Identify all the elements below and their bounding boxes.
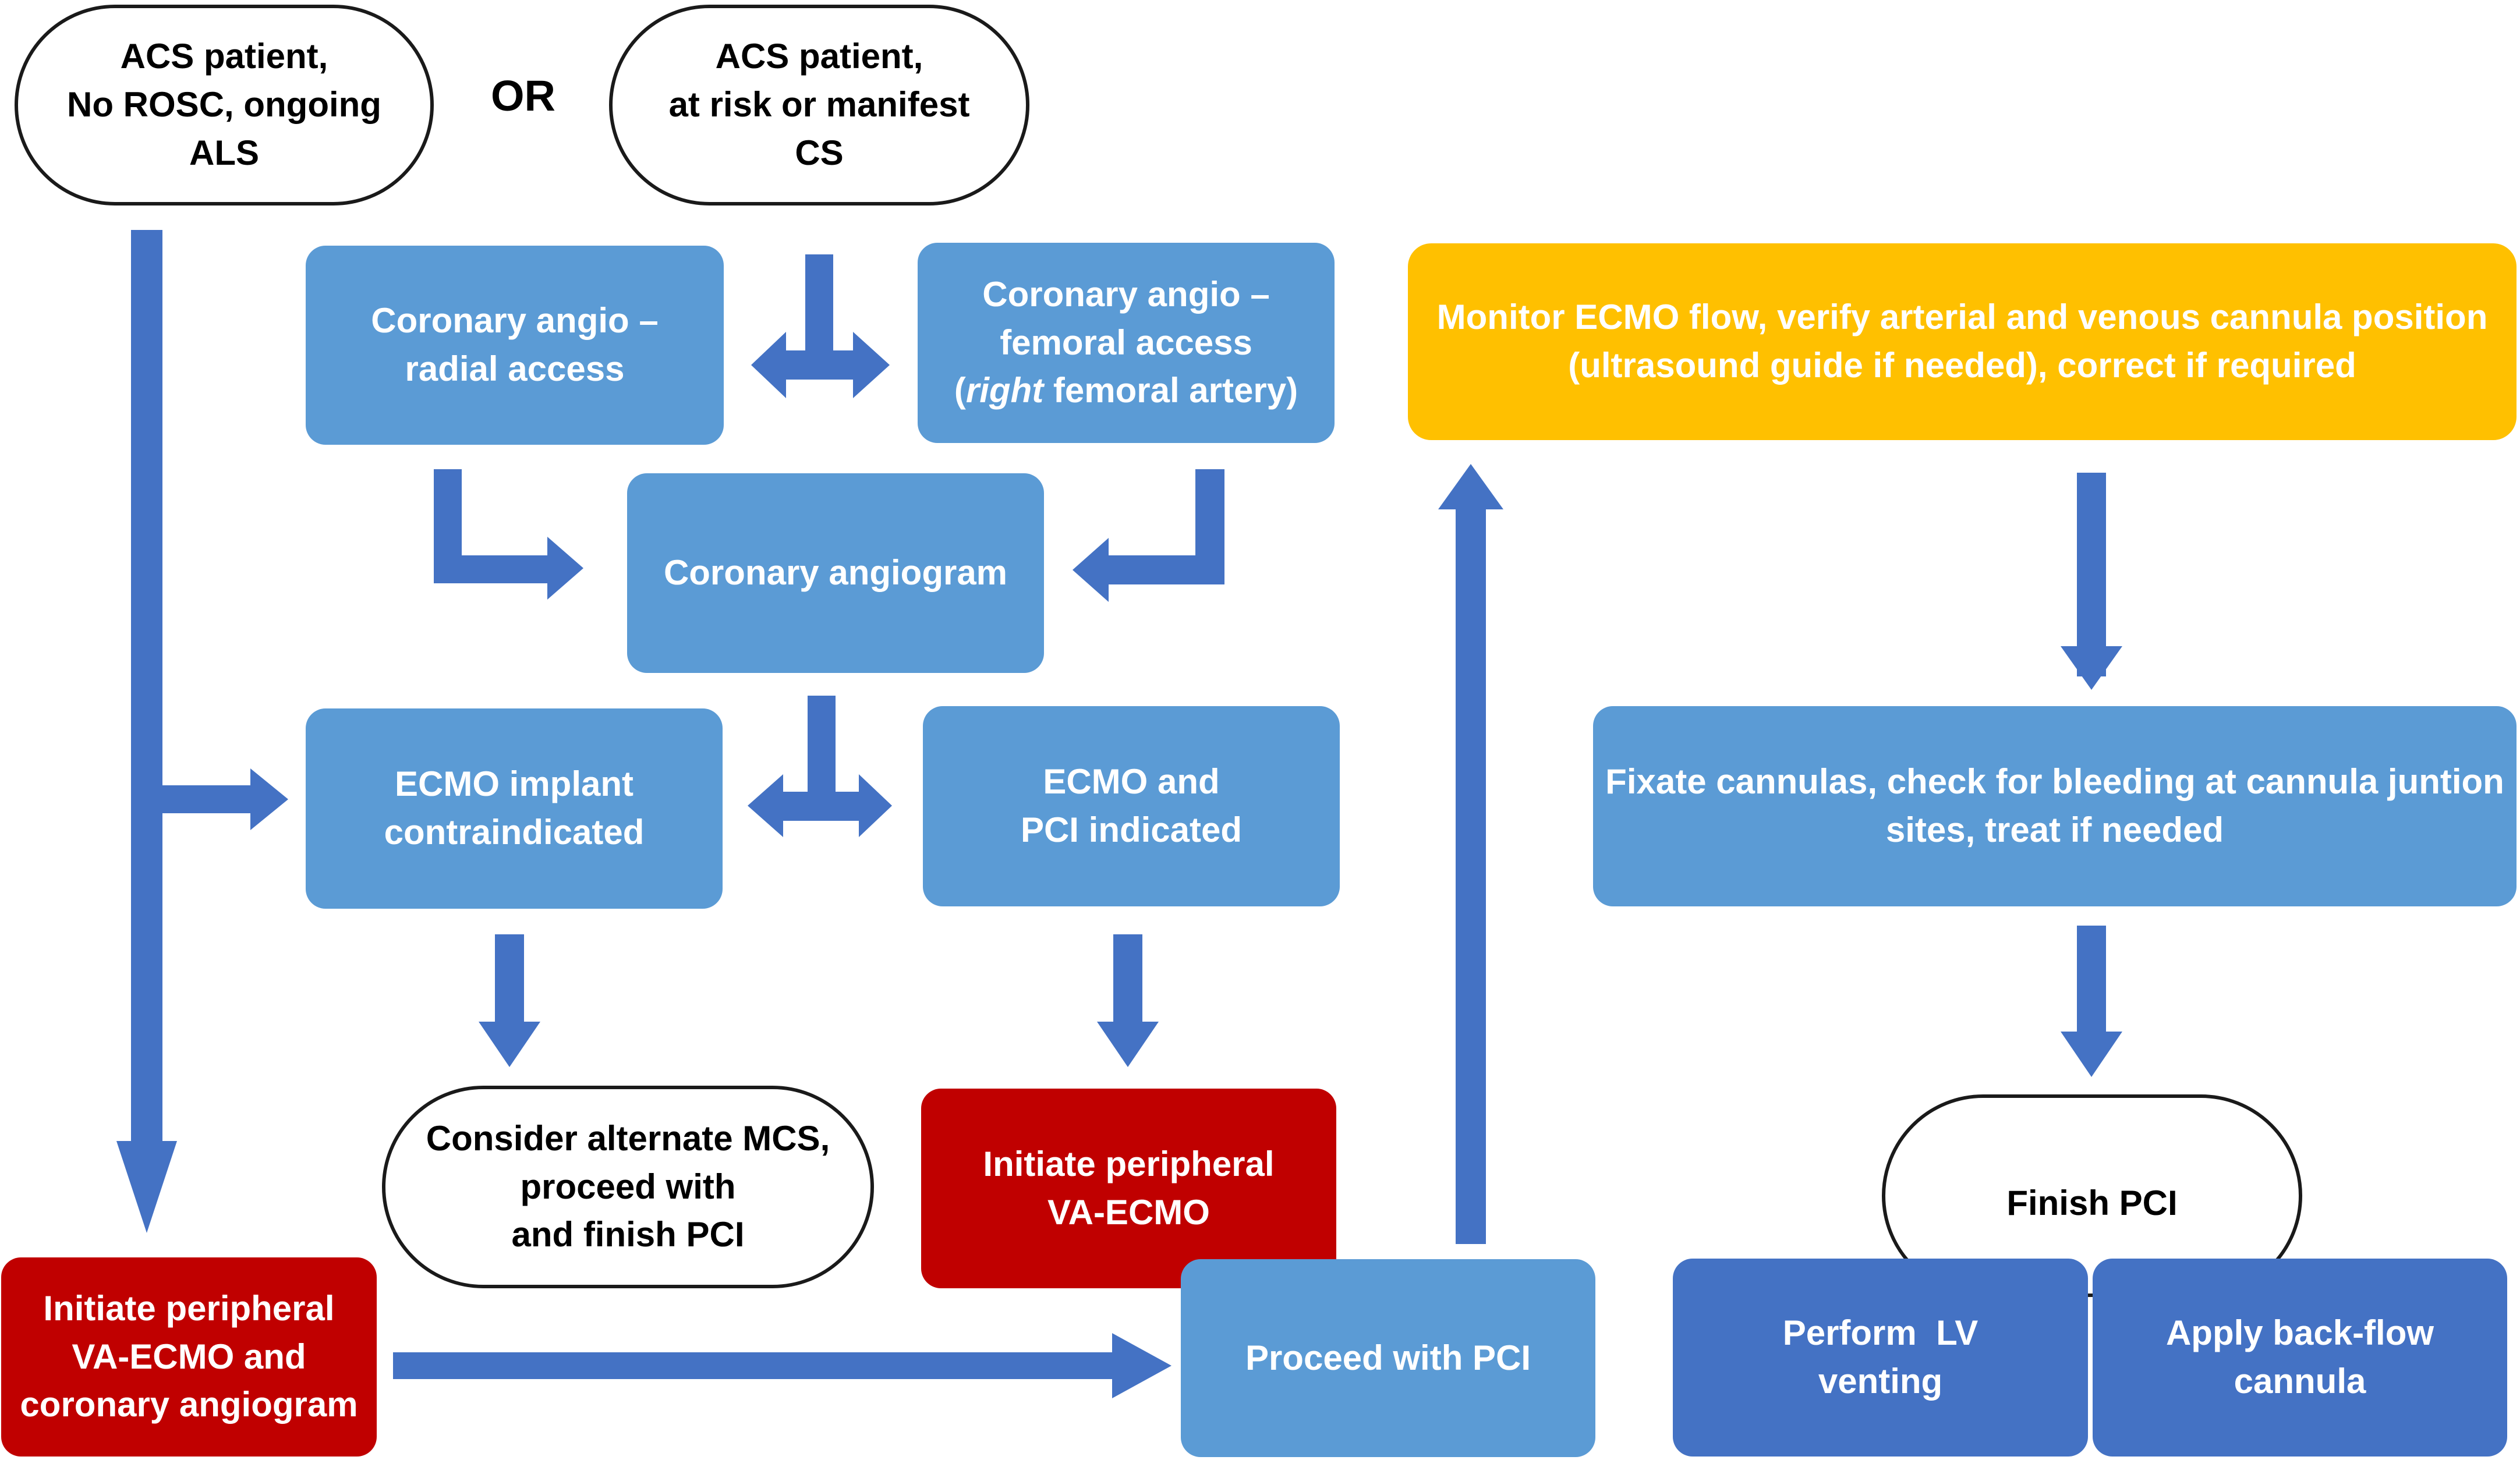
or-label: OR [491,72,555,120]
femoral-rest: femoral artery) [1043,371,1298,410]
fixate-cannulas-line: sites, treat if needed [1885,810,2224,849]
radial-access-line: radial access [405,349,625,388]
ecmo-contraindicated-line: contraindicated [384,813,645,852]
arrow-to-proceed-pci [393,1333,1171,1398]
ecmo-contraindicated-line: ECMO implant [394,764,633,804]
start-no-rosc-line: ACS patient, [120,37,328,76]
femoral-open-paren: ( [954,371,966,410]
start-risk-cs-line: ACS patient, [715,37,923,76]
ecmo-indicated-box: ECMO and PCI indicated [923,706,1340,906]
arrow-indicated-down [1097,934,1159,1067]
arrow-contraindicated-down [479,934,540,1067]
arrow-monitor-down [2061,473,2122,690]
arrow-fixate-down [2061,926,2122,1077]
lv-venting-box: Perform LV venting [1673,1259,2088,1457]
alternate-mcs-line: Consider alternate MCS, [426,1118,830,1158]
arrow-split-access [751,254,890,398]
arrow-trunk-to-contraindicated [162,768,288,830]
lv-venting-line: Perform LV [1782,1313,1979,1353]
back-flow-cannula-box: Apply back-flow cannula [2093,1259,2507,1457]
coronary-angiogram-box: Coronary angiogram [627,473,1044,673]
start-no-rosc: ACS patient, No ROSC, ongoing ALS [15,5,434,205]
initiate-va-ecmo-box: Initiate peripheral VA-ECMO [921,1089,1336,1288]
femoral-access-box: Coronary angio – femoral access (right f… [918,243,1335,443]
start-no-rosc-line: ALS [189,133,259,172]
arrow-femoral-to-angiogram [1073,469,1224,602]
back-flow-cannula-line: cannula [2234,1362,2366,1401]
arrow-split-decision [748,696,892,837]
femoral-access-line: Coronary angio – [982,274,1270,314]
start-risk-cs-line: at risk or manifest [668,85,970,125]
ecmo-contraindicated-box: ECMO implant contraindicated [306,708,723,909]
monitor-ecmo-line: (ultrasound guide if needed), correct if… [1568,346,2356,385]
initiate-va-ecmo-angiogram-box: Initiate peripheral VA-ECMO and coronary… [1,1257,377,1457]
alternate-mcs-line: proceed with [520,1167,736,1206]
start-no-rosc-line: No ROSC, ongoing [67,85,381,125]
femoral-access-line: femoral access [1000,323,1252,362]
femoral-right-word: right [965,371,1044,410]
arrow-pci-up [1438,464,1503,1244]
arrow-radial-to-angiogram [434,469,583,600]
finish-pci-label: Finish PCI [2006,1183,2178,1222]
proceed-pci-box: Proceed with PCI [1181,1259,1595,1457]
fixate-cannulas-line: Fixate cannulas, check for bleeding at c… [1605,762,2504,802]
initiate-va-ecmo-angiogram-line: Initiate peripheral [43,1288,335,1328]
start-risk-cs-line: CS [795,133,844,172]
radial-access-box: Coronary angio – radial access [306,246,724,445]
femoral-access-line: (right femoral artery) [954,367,1298,415]
initiate-va-ecmo-line: VA-ECMO [1047,1192,1210,1232]
proceed-pci-label: Proceed with PCI [1245,1338,1531,1377]
alternate-mcs-node: Consider alternate MCS, proceed with and… [382,1086,874,1288]
initiate-va-ecmo-angiogram-line: coronary angiogram [20,1385,358,1424]
coronary-angiogram-label: Coronary angiogram [663,553,1008,593]
arrow-trunk-down [116,230,177,1233]
monitor-ecmo-box: Monitor ECMO flow, verify arterial and v… [1408,243,2517,440]
ecmo-indicated-line: PCI indicated [1020,810,1243,849]
back-flow-cannula-line: Apply back-flow [2165,1313,2434,1353]
radial-access-line: Coronary angio – [371,301,659,341]
lv-venting-line: venting [1818,1362,1943,1401]
ecmo-indicated-line: ECMO and [1043,762,1220,802]
start-risk-cs: ACS patient, at risk or manifest CS [609,5,1029,205]
initiate-va-ecmo-line: Initiate peripheral [983,1144,1275,1183]
fixate-cannulas-box: Fixate cannulas, check for bleeding at c… [1593,706,2517,906]
monitor-ecmo-line: Monitor ECMO flow, verify arterial and v… [1436,297,2488,337]
initiate-va-ecmo-angiogram-line: VA-ECMO and [72,1337,306,1376]
alternate-mcs-line: and finish PCI [511,1215,745,1255]
